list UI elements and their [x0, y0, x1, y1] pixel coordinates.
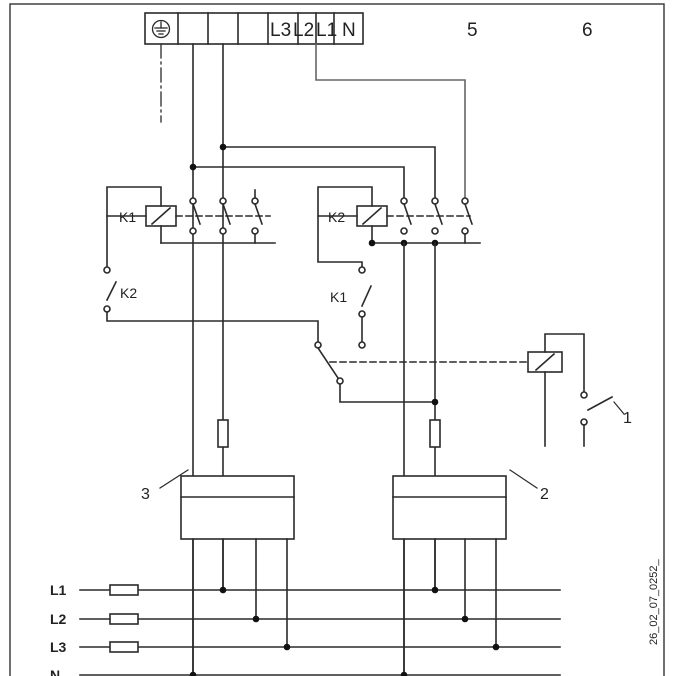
callout-unit-right: 2 [540, 486, 549, 503]
terminal-strip [144, 12, 364, 45]
junction-dot [461, 615, 469, 623]
supply-label-l3: L3 [50, 639, 67, 655]
terminal-label-n: N [342, 20, 356, 41]
supply-label-l2: L2 [50, 611, 67, 627]
fuse-left [217, 419, 229, 448]
figure-id: 26_02_07_0252_ [648, 558, 660, 645]
terminal-label-5: 5 [467, 20, 478, 41]
control-wire-l1 [315, 43, 466, 199]
k2-interlock-label: K2 [120, 285, 137, 301]
junction-dot [283, 643, 291, 651]
junction-dot [431, 398, 439, 406]
junction-dot [219, 143, 227, 151]
terminal-label-l3: L3 [270, 20, 291, 41]
supply-bus [79, 584, 561, 676]
unit-right [392, 469, 538, 676]
junction-dot [368, 239, 376, 247]
contactor-k1 [145, 189, 271, 244]
junction-dot [431, 586, 439, 594]
contactor-k2 [356, 197, 474, 235]
terminal-label-l1: L1 [316, 20, 337, 41]
k1-interlock-label: K1 [330, 289, 347, 305]
diagram-frame [9, 3, 665, 676]
terminal-label-6: 6 [582, 20, 593, 41]
junction-dot [252, 615, 260, 623]
supply-label-l1: L1 [50, 582, 67, 598]
junction-dot [219, 586, 227, 594]
terminal-label-l2: L2 [293, 20, 314, 41]
protective-earth-icon [151, 19, 171, 39]
callout-unit-left: 3 [141, 486, 150, 503]
unit-left [159, 469, 295, 676]
fuse-l2 [109, 613, 139, 625]
junction-dot [492, 643, 500, 651]
supply-label-n: N [50, 667, 60, 676]
fuse-l3 [109, 641, 139, 653]
junction-dot [189, 671, 197, 676]
callout-switch: 1 [623, 410, 632, 427]
junction-dot [189, 163, 197, 171]
fuse-right [429, 419, 441, 448]
k1-coil-label: K1 [119, 209, 136, 225]
junction-dot [400, 671, 408, 676]
fuse-l1 [109, 584, 139, 596]
k2-coil-label: K2 [328, 209, 345, 225]
